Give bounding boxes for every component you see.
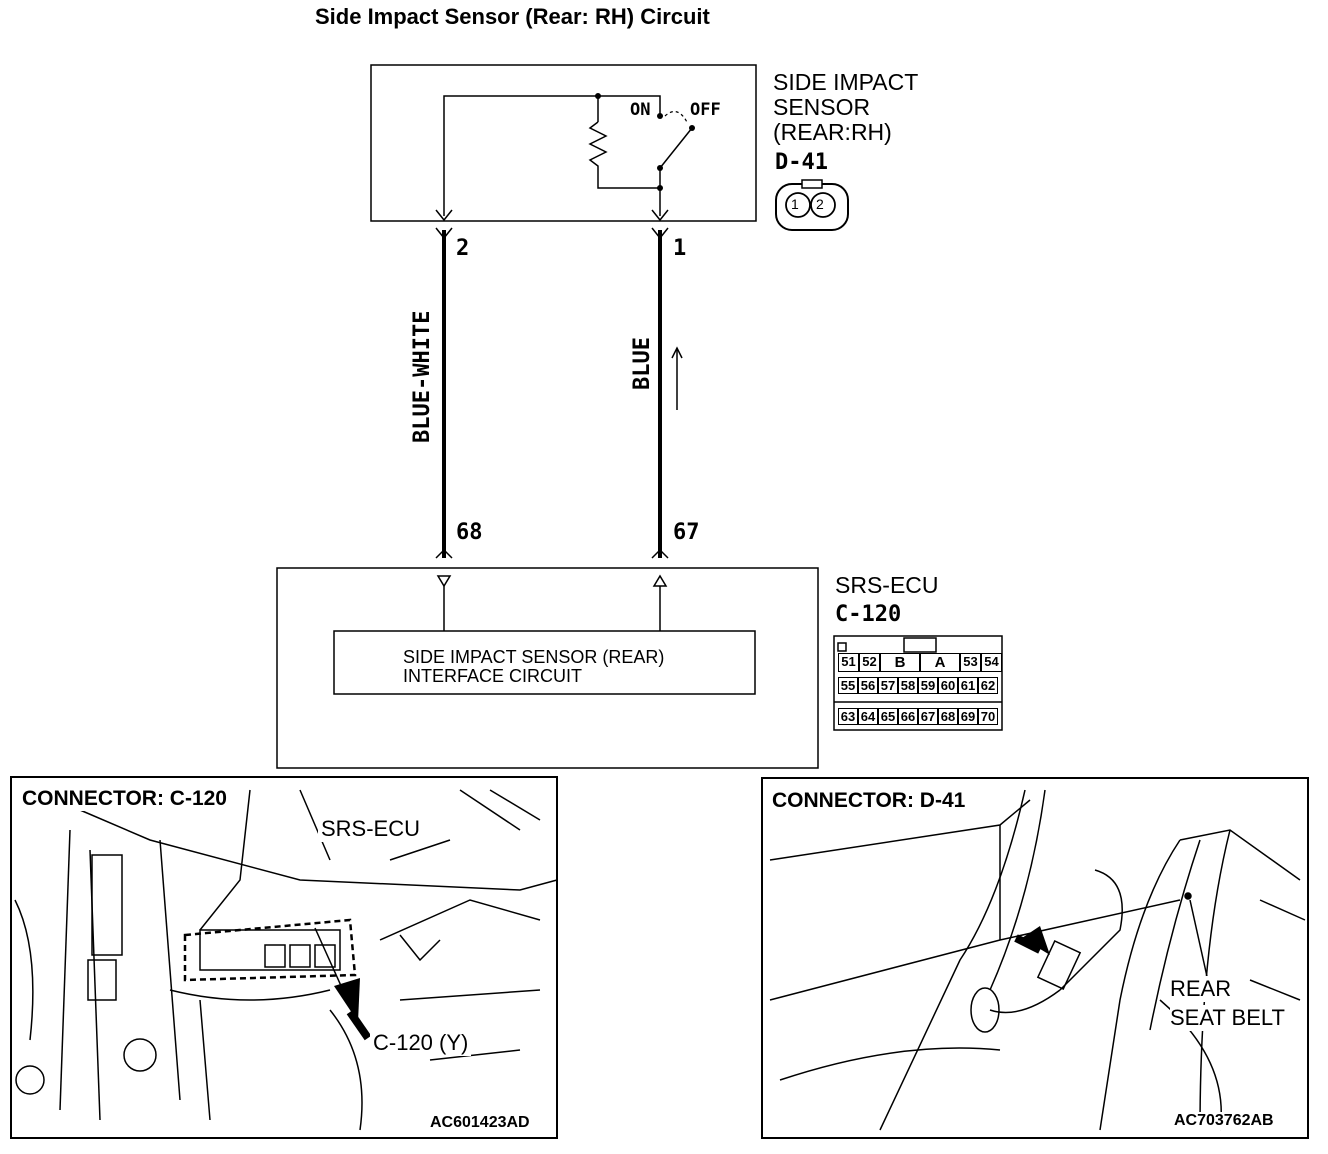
sensor-name-line2: SENSOR bbox=[773, 94, 871, 120]
page-title: Side Impact Sensor (Rear: RH) Circuit bbox=[315, 4, 710, 29]
photo-right-title: CONNECTOR: D-41 bbox=[770, 789, 968, 813]
ecu-name: SRS-ECU bbox=[835, 572, 939, 598]
wire2-color: BLUE bbox=[630, 337, 655, 390]
resistor-symbol bbox=[588, 121, 660, 189]
photo-left-code: AC601423AD bbox=[428, 1114, 532, 1132]
switch-off-label: OFF bbox=[690, 100, 721, 120]
d41-pin-1: 1 bbox=[791, 196, 799, 212]
ecu-connector-label: C-120 bbox=[835, 602, 902, 627]
interface-circuit-label: SIDE IMPACT SENSOR (REAR) INTERFACE CIRC… bbox=[403, 647, 665, 686]
wire1-top-pin: 2 bbox=[456, 236, 470, 261]
wire2-top-pin: 1 bbox=[673, 236, 687, 261]
wire2-bottom-pin: 67 bbox=[673, 520, 700, 545]
c120-pin-row-3: 63 64 65 66 67 68 69 70 bbox=[838, 708, 998, 725]
sensor-connector-label: D-41 bbox=[775, 150, 828, 175]
c120-pin-row-2: 55 56 57 58 59 60 61 62 bbox=[838, 677, 998, 694]
photo-right-callout-line2: SEAT BELT bbox=[1170, 1005, 1285, 1031]
d41-pin-2: 2 bbox=[816, 196, 824, 212]
photo-right-arrow bbox=[1022, 926, 1050, 955]
photo-left-title: CONNECTOR: C-120 bbox=[20, 787, 229, 811]
photo-left-sketch bbox=[14, 789, 558, 1131]
c120-pin-row-1: 51 52 B A 53 54 bbox=[838, 653, 1002, 672]
photo-right-code: AC703762AB bbox=[1172, 1112, 1276, 1130]
sensor-name-line1: SIDE IMPACT bbox=[773, 69, 919, 95]
photo-right-sketch bbox=[769, 789, 1306, 1131]
photo-right-callout-line1: REAR bbox=[1170, 976, 1232, 1002]
photo-right-frame bbox=[761, 777, 1309, 1139]
connector-d41-face bbox=[775, 179, 849, 231]
photo-left-connector-callout: C-120 (Y) bbox=[370, 1030, 472, 1056]
switch-on-label: ON bbox=[630, 100, 651, 120]
interface-circuit-box bbox=[333, 630, 756, 695]
ecu-box bbox=[276, 567, 819, 769]
sensor-name-line3: (REAR:RH) bbox=[773, 119, 892, 145]
wire1-color: BLUE-WHITE bbox=[410, 310, 435, 443]
sensor-box bbox=[370, 64, 757, 222]
switch-blade bbox=[659, 127, 693, 169]
photo-left-frame bbox=[10, 776, 558, 1139]
photo-left-ecu-callout: SRS-ECU bbox=[318, 816, 424, 842]
sensor-internal-wire-left bbox=[443, 95, 599, 216]
wire1-bottom-pin: 68 bbox=[456, 520, 483, 545]
connector-c120-face bbox=[833, 635, 1003, 731]
